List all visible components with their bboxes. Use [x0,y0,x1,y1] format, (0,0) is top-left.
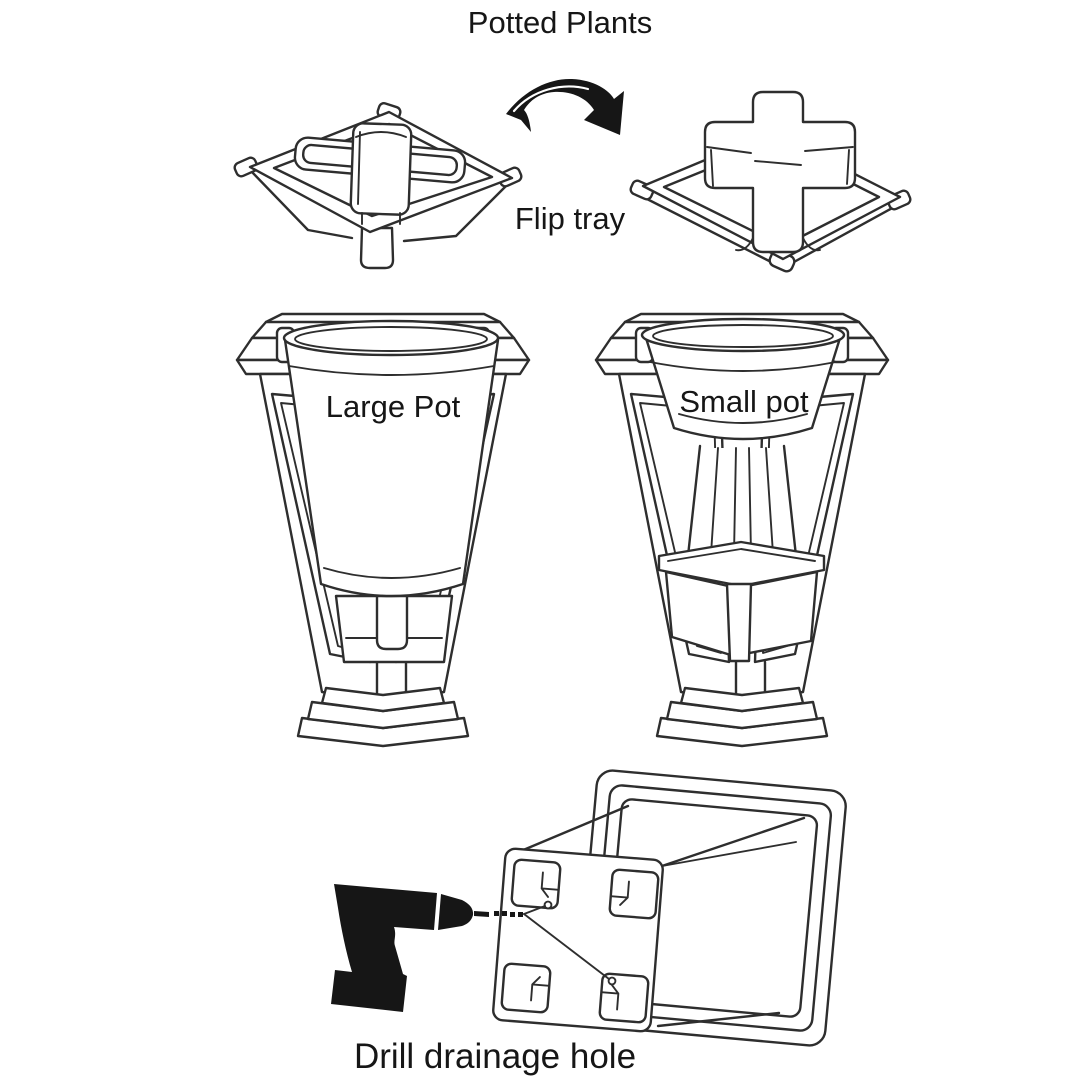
step-insert-pots: Large Pot Small pot [235,312,890,748]
drill-bit-dots [494,911,523,917]
tray-rim-inner [272,122,494,218]
large-pot-label: Large Pot [326,389,461,424]
drainage-hole-mark [607,976,617,986]
tray-foot [359,226,395,270]
drill-body [331,884,437,1012]
large-pot-drawing [282,319,500,664]
small-pot-drawing [640,317,846,663]
panel-corner-pads [500,858,660,1024]
drill-leader-lines [523,905,610,980]
tray-flipped-drawing [629,90,912,273]
small-pot-label: Small pot [679,384,809,419]
tray-pedestal-rim [657,540,826,588]
tray-center-block [349,122,413,216]
tray-top-view-drawing [233,102,523,270]
drainage-hole-mark [543,900,553,910]
drill-chuck [438,894,474,930]
flipped-cross-block [703,90,857,254]
pot-body [283,338,500,598]
page-title: Potted Plants [468,5,652,40]
planter-small: Small pot [594,312,890,748]
step-drill: Drill drainage hole [331,769,847,1076]
flip-tray-caption: Flip tray [515,201,626,236]
drill-bit [474,911,489,917]
drill-icon [331,884,523,1012]
planter-large: Large Pot [235,312,531,748]
flip-arrow-icon [506,78,624,135]
step-flip-tray: Flip tray [233,78,912,273]
tipped-planter-drawing [492,769,847,1047]
tray-corner-tab [233,156,259,178]
drill-caption: Drill drainage hole [354,1037,636,1076]
pot-body [644,336,842,441]
